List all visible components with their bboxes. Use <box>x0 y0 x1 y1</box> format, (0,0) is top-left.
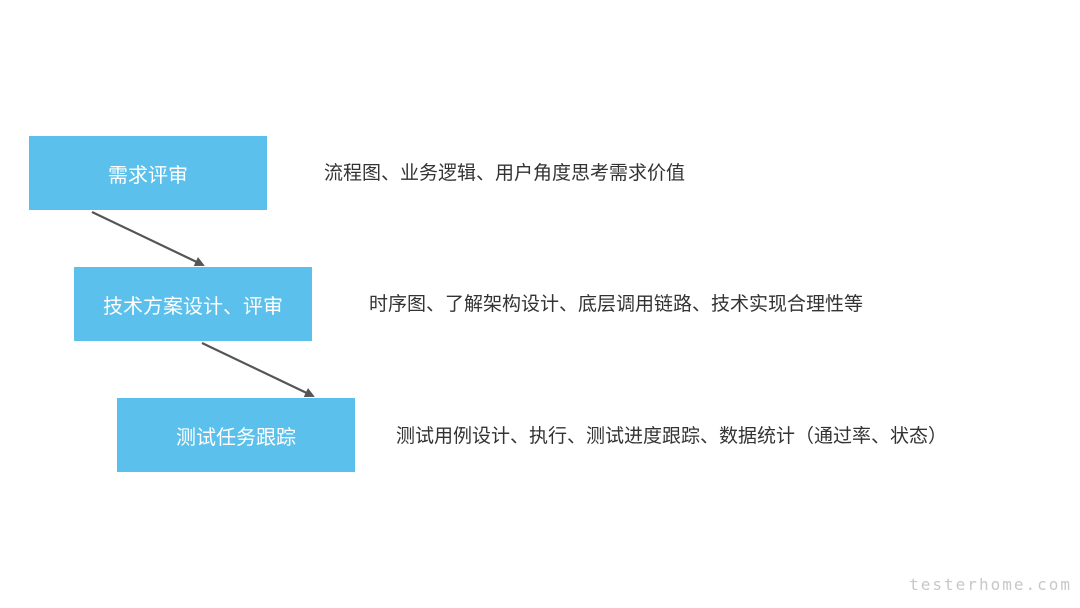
step-label: 技术方案设计、评审 <box>103 293 283 318</box>
arrow-step2-to-step3 <box>201 342 315 398</box>
step-description: 测试用例设计、执行、测试进度跟踪、数据统计（通过率、状态） <box>396 425 948 447</box>
step-description: 时序图、了解架构设计、底层调用链路、技术实现合理性等 <box>369 293 864 315</box>
step-label: 需求评审 <box>108 162 188 187</box>
step-box-test-task-tracking: 测试任务跟踪 <box>117 398 355 472</box>
step-box-requirement-review: 需求评审 <box>29 136 267 210</box>
step-box-tech-design-review: 技术方案设计、评审 <box>74 267 312 341</box>
step-description: 流程图、业务逻辑、用户角度思考需求价值 <box>324 162 686 184</box>
arrow-step1-to-step2 <box>91 211 205 267</box>
watermark: testerhome.com <box>909 575 1072 594</box>
step-label: 测试任务跟踪 <box>176 424 296 449</box>
